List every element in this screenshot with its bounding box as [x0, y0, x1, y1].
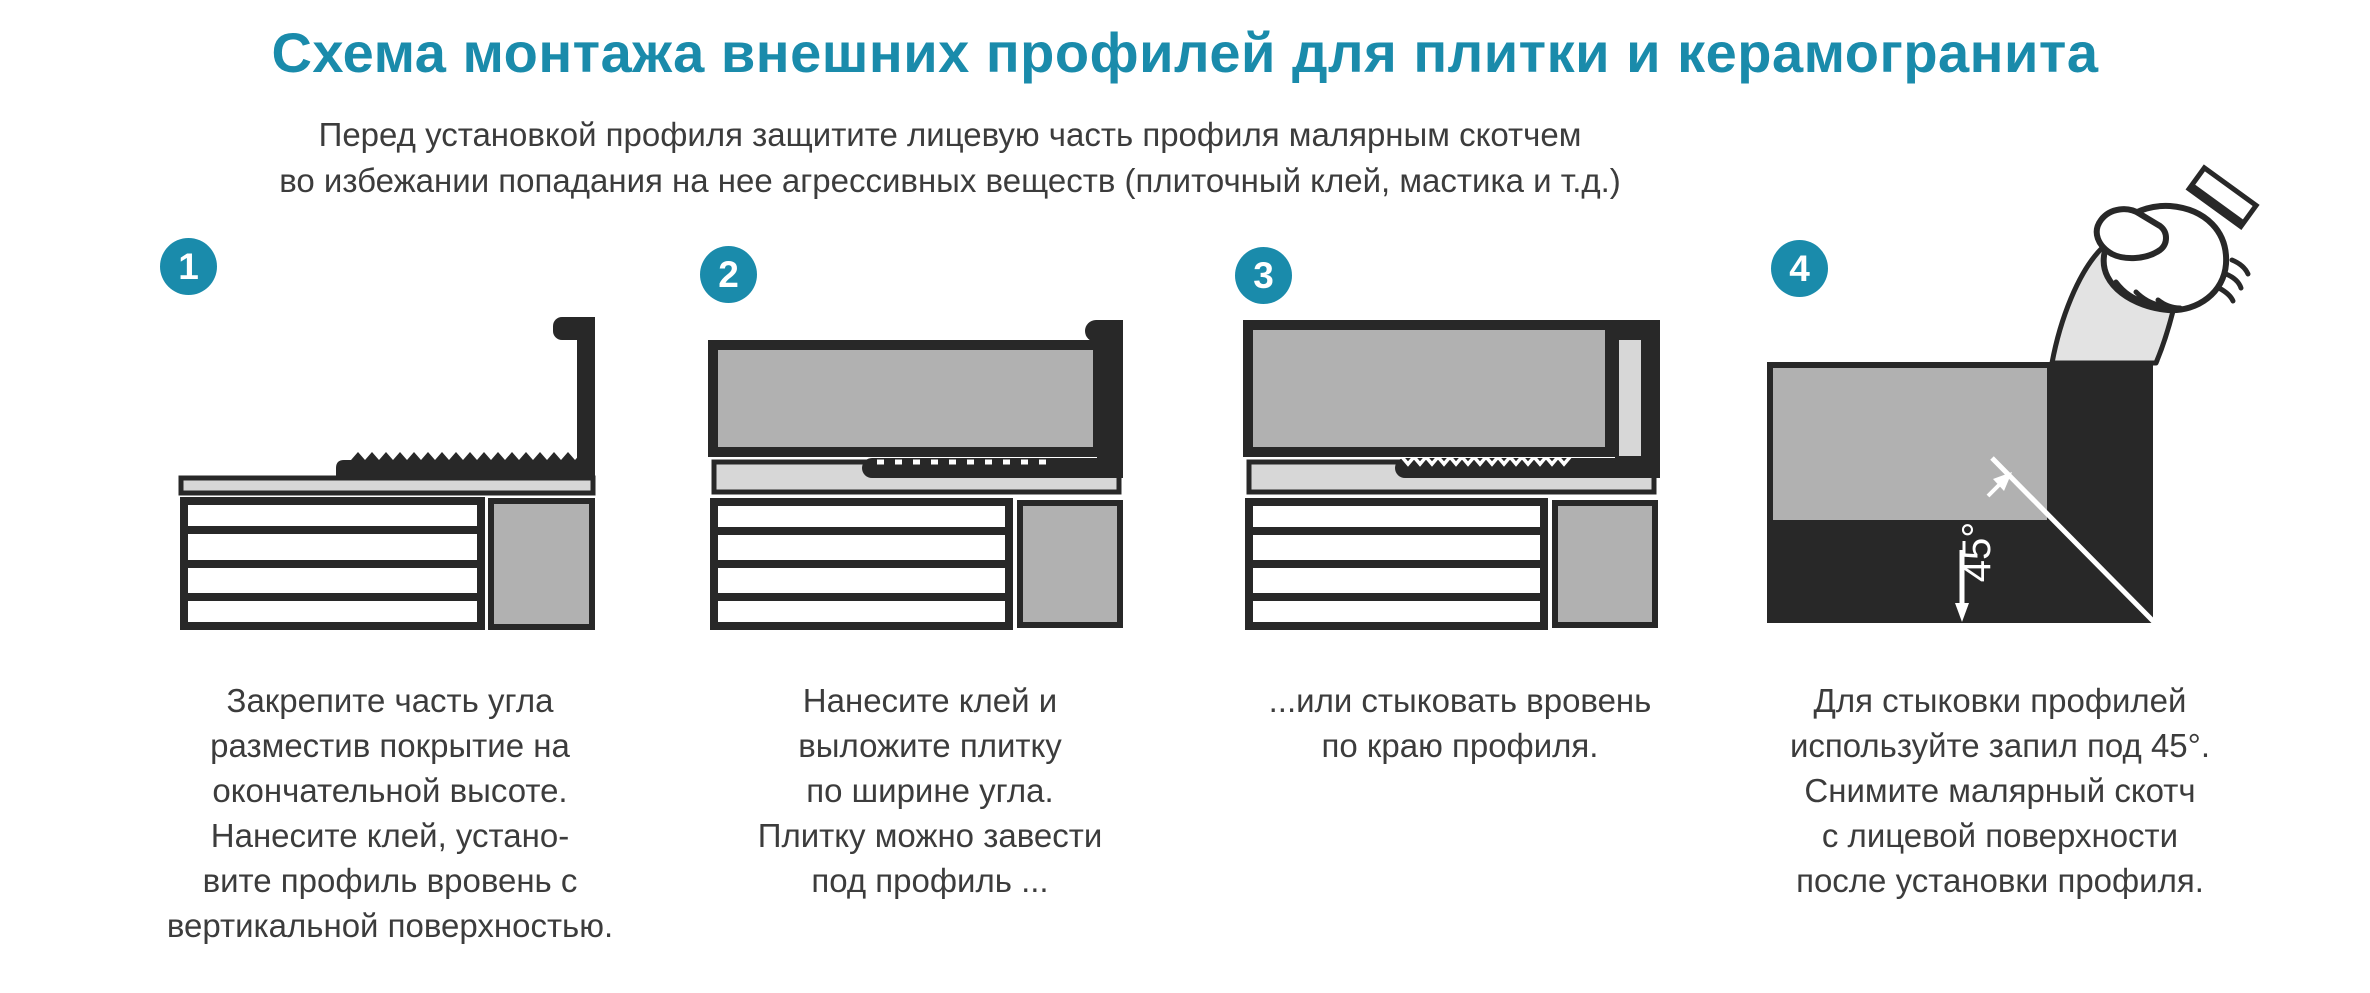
page-subtitle: Перед установкой профиля защитите лицеву… — [279, 116, 1621, 199]
motion-line — [2223, 271, 2244, 291]
hand-pulling-tape-icon — [2093, 164, 2260, 314]
step-number: 4 — [1789, 247, 1810, 289]
step-3-caption: ...или стыковать вровень по краю профиля… — [1268, 682, 1652, 764]
substrate-wall — [1245, 498, 1548, 630]
angle-dimension: 45° — [1955, 472, 2012, 622]
step-3-panel: 3 — [1200, 230, 1720, 975]
step-2-panel: 2 — [680, 230, 1180, 975]
step-4-number-badge: 4 — [1771, 240, 1828, 297]
thumb — [2093, 206, 2169, 262]
substrate-wall — [180, 497, 485, 630]
step-2-caption: Нанесите клей и выложите плитку по ширин… — [757, 682, 1103, 899]
glue-serrated-bed — [336, 452, 595, 477]
finger-line — [2133, 289, 2167, 309]
tile — [1243, 320, 1615, 457]
step-2-number-badge: 2 — [700, 246, 757, 303]
step-3-diagram — [1243, 320, 1660, 630]
page-title: Схема монтажа внешних профилей для плитк… — [271, 21, 2099, 84]
angle-label: 45° — [1955, 522, 1999, 583]
profile-channel-gap — [1619, 340, 1641, 456]
profile-vertical-leg — [1097, 320, 1123, 478]
profile-vertical-leg — [577, 317, 595, 477]
substrate-wall — [710, 498, 1013, 630]
adhesive-layer — [178, 475, 596, 496]
tile — [1773, 368, 2047, 520]
vertical-surface-block — [488, 498, 595, 630]
corner-profile — [553, 317, 595, 477]
motion-line — [2216, 285, 2236, 304]
vertical-surface-block — [1017, 500, 1123, 628]
step-4-diagram: 45° — [1767, 164, 2260, 624]
angle-arrowhead-down — [1955, 603, 1969, 622]
step-2-diagram — [708, 320, 1123, 630]
step-1-number-badge: 1 — [160, 238, 217, 295]
corner-profile — [1615, 320, 1660, 478]
finger-line — [2155, 297, 2183, 311]
step-number: 1 — [178, 245, 199, 287]
step-4-panel: 4 45° — [1730, 164, 2270, 975]
step-1-diagram — [178, 317, 596, 630]
tape-end-edge — [2187, 183, 2245, 229]
tile — [708, 340, 1103, 457]
step-4-caption: Для стыковки профилей используйте запил … — [1789, 682, 2211, 899]
mitred-corner-figure: 45° — [1767, 362, 2156, 624]
angle-arrowhead-ne — [1993, 472, 2012, 491]
step-1-caption: Закрепите часть угла разместив покрытие … — [166, 682, 614, 944]
profile-foot — [862, 458, 1123, 478]
finger-line — [2113, 279, 2149, 305]
step-number: 3 — [1253, 254, 1274, 296]
step-1-panel: 1 Закрепите часть угла разместив покрыти… — [100, 230, 680, 975]
motion-line — [2229, 257, 2251, 277]
step-3-number-badge: 3 — [1235, 247, 1292, 304]
tape-end — [2185, 164, 2260, 231]
step-number: 2 — [718, 253, 739, 295]
corner-profile — [1085, 320, 1123, 478]
profile-foot-bar — [862, 458, 1123, 478]
mitre-cut-line — [1990, 456, 2156, 624]
vertical-surface-block — [1552, 500, 1658, 628]
